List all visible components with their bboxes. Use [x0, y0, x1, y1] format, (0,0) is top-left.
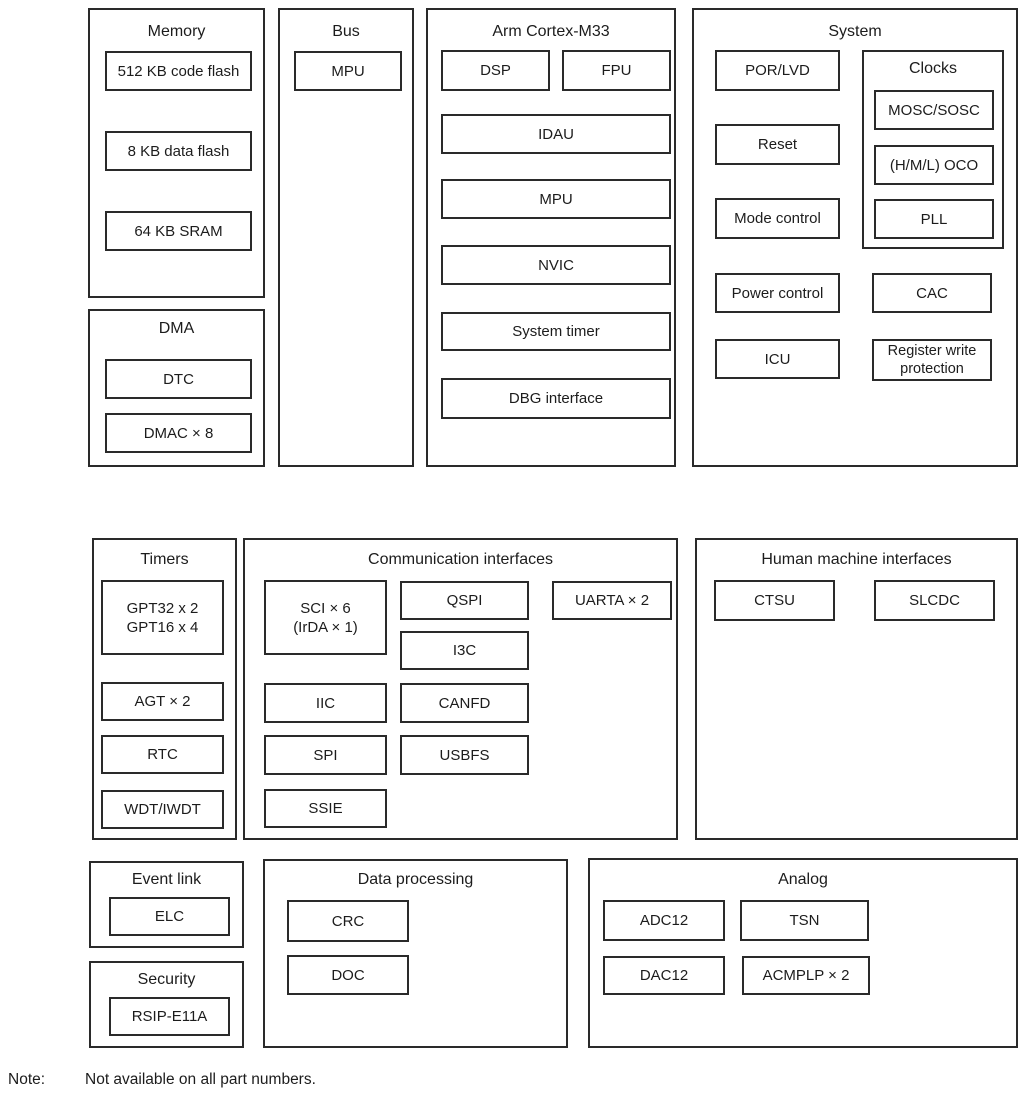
agt-box: AGT × 2: [101, 682, 224, 721]
communication-interfaces-group-title: Communication interfaces: [368, 551, 553, 568]
event-link-group: Event link ELC: [89, 861, 244, 948]
canfd-box: CANFD: [400, 683, 529, 723]
system-group-title: System: [828, 23, 882, 40]
acmplp-box: ACMPLP × 2: [742, 956, 870, 995]
dbg-interface-box: DBG interface: [441, 378, 671, 419]
mosc-sosc-box: MOSC/SOSC: [874, 90, 994, 130]
bus-group-title: Bus: [332, 23, 360, 40]
cortex-mpu-box: MPU: [441, 179, 671, 219]
icu-box: ICU: [715, 339, 840, 379]
tsn-box: TSN: [740, 900, 869, 941]
nvic-box: NVIC: [441, 245, 671, 285]
system-timer-box: System timer: [441, 312, 671, 351]
uarta-box: UARTA × 2: [552, 581, 672, 620]
data-flash-box: 8 KB data flash: [105, 131, 252, 171]
human-machine-interfaces-group-title: Human machine interfaces: [761, 551, 952, 568]
iic-box: IIC: [264, 683, 387, 723]
timers-group-title: Timers: [140, 551, 189, 568]
note-text: Not available on all part numbers.: [85, 1071, 316, 1088]
doc-box: DOC: [287, 955, 409, 995]
analog-group-title: Analog: [778, 871, 828, 888]
register-write-protection-box: Register write protection: [872, 339, 992, 381]
event-link-group-title: Event link: [131, 871, 202, 888]
power-control-box: Power control: [715, 273, 840, 313]
timers-group: Timers GPT32 x 2 GPT16 x 4 AGT × 2 RTC W…: [92, 538, 237, 840]
clocks-subgroup-title: Clocks: [908, 60, 957, 77]
pll-box: PLL: [874, 199, 994, 239]
gpt-box: GPT32 x 2 GPT16 x 4: [101, 580, 224, 655]
security-group: Security RSIP-E11A: [89, 961, 244, 1048]
sram-box: 64 KB SRAM: [105, 211, 252, 251]
data-processing-group: Data processing CRC DOC: [263, 859, 568, 1048]
dsp-box: DSP: [441, 50, 550, 91]
communication-interfaces-group: Communication interfaces SCI × 6 (IrDA ×…: [243, 538, 678, 840]
security-group-title: Security: [137, 971, 196, 988]
ssie-box: SSIE: [264, 789, 387, 828]
crc-box: CRC: [287, 900, 409, 942]
bus-mpu-box: MPU: [294, 51, 402, 91]
usbfs-box: USBFS: [400, 735, 529, 775]
note-label: Note:: [8, 1071, 46, 1088]
spi-box: SPI: [264, 735, 387, 775]
code-flash-box: 512 KB code flash: [105, 51, 252, 91]
adc12-box: ADC12: [603, 900, 725, 941]
por-lvd-box: POR/LVD: [715, 50, 840, 91]
system-group: System POR/LVD Reset Mode control Power …: [692, 8, 1018, 467]
dtc-box: DTC: [105, 359, 252, 399]
hml-oco-box: (H/M/L) OCO: [874, 145, 994, 185]
elc-box: ELC: [109, 897, 230, 936]
fpu-box: FPU: [562, 50, 671, 91]
cortex-m33-group: Arm Cortex-M33 DSP FPU IDAU MPU NVIC Sys…: [426, 8, 676, 467]
slcdc-box: SLCDC: [874, 580, 995, 621]
rsip-box: RSIP-E11A: [109, 997, 230, 1036]
wdt-iwdt-box: WDT/IWDT: [101, 790, 224, 829]
qspi-box: QSPI: [400, 581, 529, 620]
sci-box: SCI × 6 (IrDA × 1): [264, 580, 387, 655]
cortex-m33-group-title: Arm Cortex-M33: [492, 23, 610, 40]
human-machine-interfaces-group: Human machine interfaces CTSU SLCDC: [695, 538, 1018, 840]
memory-group: Memory 512 KB code flash 8 KB data flash…: [88, 8, 265, 298]
dma-group-title: DMA: [158, 320, 195, 337]
cac-box: CAC: [872, 273, 992, 313]
memory-group-title: Memory: [147, 23, 206, 40]
idau-box: IDAU: [441, 114, 671, 154]
bus-group: Bus MPU: [278, 8, 414, 467]
dmac-box: DMAC × 8: [105, 413, 252, 453]
data-processing-group-title: Data processing: [357, 871, 474, 888]
i3c-box: I3C: [400, 631, 529, 670]
analog-group: Analog ADC12 TSN DAC12 ACMPLP × 2: [588, 858, 1018, 1048]
dma-group: DMA DTC DMAC × 8: [88, 309, 265, 467]
mode-control-box: Mode control: [715, 198, 840, 239]
reset-box: Reset: [715, 124, 840, 165]
ctsu-box: CTSU: [714, 580, 835, 621]
clocks-subgroup: Clocks MOSC/SOSC (H/M/L) OCO PLL: [862, 50, 1004, 249]
rtc-box: RTC: [101, 735, 224, 774]
dac12-box: DAC12: [603, 956, 725, 995]
